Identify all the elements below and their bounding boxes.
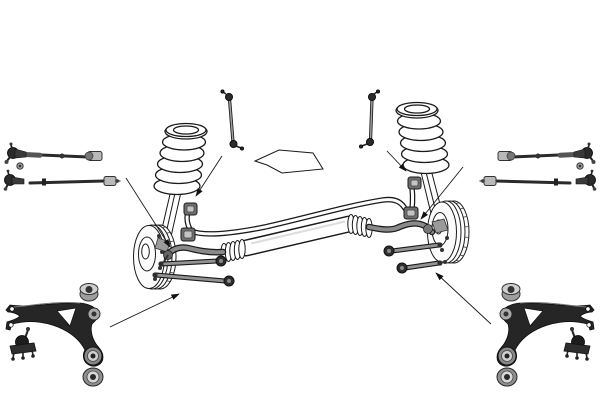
- outer-tie-rod-right: [365, 220, 436, 236]
- stabilizer-clamp-left-upper: [183, 202, 198, 216]
- direction-arrow: [253, 149, 324, 174]
- brake-disc-right: [427, 200, 470, 264]
- lock-nut: [16, 162, 24, 170]
- stabilizer-clamp-right-lower: [403, 206, 419, 220]
- control-arm-group-left: [5, 283, 104, 387]
- stabilizer-clamp-right-upper: [407, 176, 422, 190]
- pointer-arrow-left-control-arm: [109, 293, 180, 328]
- link-arm-left-lower: [152, 272, 235, 287]
- tie-rod-set-right: [480, 143, 597, 191]
- pointer-arrow-right-tie-rod-end: [420, 166, 464, 220]
- control-arm: [5, 301, 104, 367]
- stabilizer-link-right: [358, 89, 380, 149]
- link-arm-left-upper: [158, 255, 227, 267]
- complete-tie-rod: [4, 142, 103, 164]
- annotation-arrows: [109, 150, 492, 328]
- stabilizer-clamp-left-lower: [180, 227, 196, 242]
- coil-spring-right: [395, 101, 450, 175]
- bushing-top: [79, 283, 99, 302]
- pointer-arrow-right-stabilizer-mount: [386, 150, 407, 172]
- outer-tie-rod-left: [163, 244, 227, 263]
- bushing-bottom: [82, 367, 104, 387]
- coil-spring-left: [153, 122, 208, 196]
- tie-rod-end: [3, 169, 25, 191]
- link-arm-right-upper: [383, 242, 443, 257]
- control-arm-group-right: [496, 282, 595, 387]
- stabilizer-link-left: [220, 89, 244, 151]
- ball-joint: [9, 327, 37, 361]
- link-arm-right-lower: [396, 260, 443, 274]
- pointer-arrow-left-tie-rod-end: [125, 177, 171, 248]
- pointer-arrow-left-stabilizer-mount: [195, 155, 223, 197]
- pointer-arrow-right-control-arm: [435, 272, 492, 325]
- inner-tie-rod: [28, 176, 121, 186]
- tie-rod-set-left: [3, 142, 121, 191]
